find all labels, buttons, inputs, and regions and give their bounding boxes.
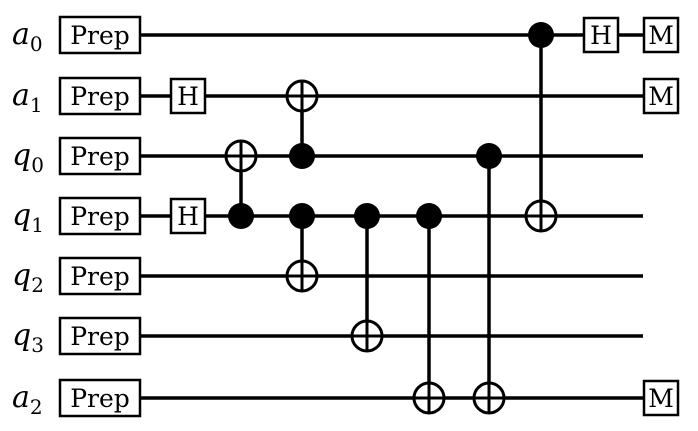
hadamard-gate-box <box>169 197 207 235</box>
prep-box <box>58 136 142 176</box>
hadamard-gate-label: H <box>590 21 612 50</box>
cnot-gate <box>285 79 319 169</box>
prep-label: Prep <box>70 21 130 50</box>
qubit-label-base: q <box>12 198 31 233</box>
qubit-label-subscript: 1 <box>31 213 44 237</box>
qubit-label-base: a <box>12 17 30 52</box>
qubit-label-subscript: 0 <box>30 32 43 56</box>
prep-label: Prep <box>70 384 130 413</box>
control-dot <box>528 22 554 48</box>
qubit-label-q3: q3 <box>12 318 44 357</box>
measure-gate-box <box>642 77 680 115</box>
qubit-label-subscript: 2 <box>30 395 43 419</box>
prep-label: Prep <box>70 322 130 351</box>
hadamard-gate-label: H <box>177 202 199 231</box>
measure-gate-label: M <box>648 21 674 50</box>
control-dot <box>228 203 254 229</box>
qubit-label-a0: a0 <box>12 17 43 56</box>
hadamard-gate: H <box>169 197 207 235</box>
prep-label: Prep <box>70 202 130 231</box>
hadamard-gate-box <box>169 77 207 115</box>
qubit-label-subscript: 3 <box>31 333 44 357</box>
qubit-label-base: q <box>12 258 31 293</box>
cnot-gate <box>524 22 558 233</box>
cnot-gate <box>350 203 384 353</box>
qubit-label-base: a <box>12 78 30 113</box>
qubit-label-q2: q2 <box>12 258 44 297</box>
prep-box <box>58 316 142 356</box>
qubit-label-subscript: 0 <box>31 153 44 177</box>
measure-gate: M <box>642 16 680 54</box>
prep-label: Prep <box>70 82 130 111</box>
qubit-label-base: q <box>12 138 31 173</box>
measure-gate-label: M <box>648 82 674 111</box>
cnot-gate <box>224 139 258 229</box>
qubit-label-subscript: 1 <box>30 93 43 117</box>
qubit-label-q0: q0 <box>12 138 44 177</box>
measure-gate-box <box>642 379 680 417</box>
qubit-label-q1: q1 <box>12 198 44 237</box>
prep-box <box>58 76 142 116</box>
cnot-gate <box>285 203 319 293</box>
hadamard-gate: H <box>582 16 620 54</box>
prep-label: Prep <box>70 262 130 291</box>
control-dot <box>416 203 442 229</box>
prep-box <box>58 378 142 418</box>
qubit-label-a2: a2 <box>12 380 43 419</box>
prep-box <box>58 15 142 55</box>
hadamard-gate: H <box>169 77 207 115</box>
prep-box <box>58 196 142 236</box>
control-dot <box>476 143 502 169</box>
measure-gate-label: M <box>648 384 674 413</box>
qubit-label-base: a <box>12 380 30 415</box>
control-dot <box>354 203 380 229</box>
prep-box <box>58 256 142 296</box>
measure-gate-box <box>642 16 680 54</box>
qubit-label-base: q <box>12 318 31 353</box>
cnot-gate <box>472 143 506 415</box>
control-dot <box>289 203 315 229</box>
measure-gate: M <box>642 77 680 115</box>
qubit-wires <box>140 33 661 400</box>
control-dot <box>289 143 315 169</box>
measure-gate: M <box>642 379 680 417</box>
hadamard-gate-label: H <box>177 82 199 111</box>
qubit-label-subscript: 2 <box>31 273 44 297</box>
cnot-gate <box>412 203 446 415</box>
qubit-label-a1: a1 <box>12 78 43 117</box>
gates-layer: H H H M M M <box>169 16 680 417</box>
prep-label: Prep <box>70 142 130 171</box>
hadamard-gate-box <box>582 16 620 54</box>
